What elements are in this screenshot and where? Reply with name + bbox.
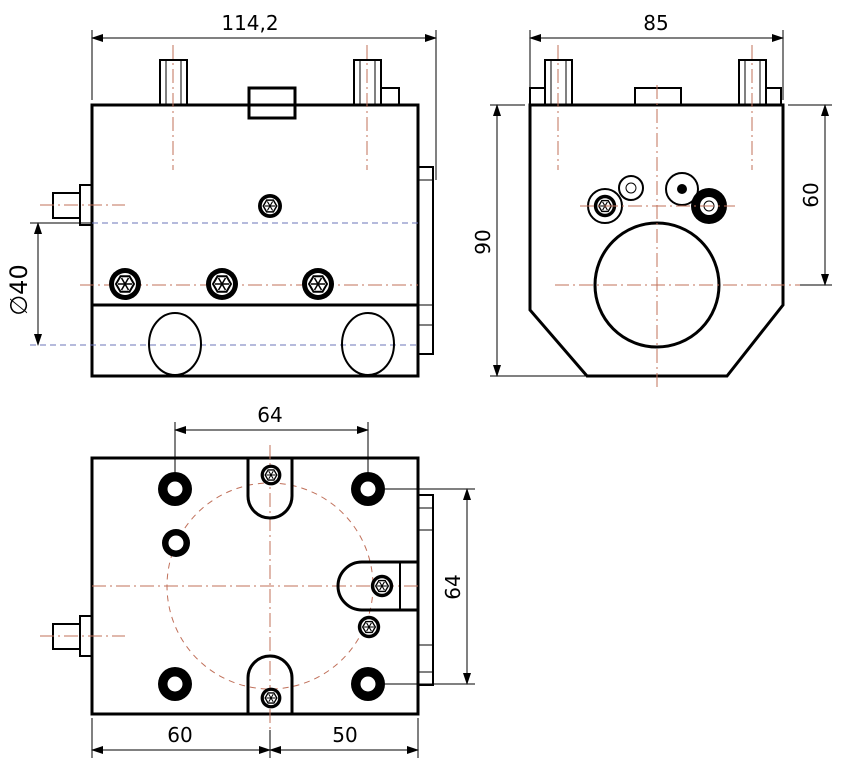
dim-front-width: 114,2 xyxy=(221,11,278,35)
front-bolt-1 xyxy=(108,267,142,301)
side-upper-dimension: 60 xyxy=(788,104,832,286)
front-bolt-2 xyxy=(205,267,239,301)
top-view xyxy=(40,445,434,730)
top-small-bolt xyxy=(357,615,381,639)
front-width-dimension: 114,2 xyxy=(91,11,437,180)
dim-side-upper: 60 xyxy=(799,182,823,207)
front-slot-right xyxy=(341,312,395,376)
front-small-bolt xyxy=(257,193,283,219)
top-slot-lower xyxy=(246,654,294,714)
side-body xyxy=(528,103,785,378)
dim-side-height: 90 xyxy=(471,229,495,254)
dim-bottom-left: 60 xyxy=(167,723,192,747)
side-view xyxy=(528,45,800,390)
top-hole-2 xyxy=(350,471,386,507)
side-key-block xyxy=(634,87,682,106)
top-span-dimension: 64 xyxy=(174,403,369,472)
top-hole-3 xyxy=(157,666,193,702)
dim-top-span: 64 xyxy=(257,403,282,427)
diameter-dimension: ∅40 xyxy=(5,222,92,346)
top-slot-upper xyxy=(246,458,294,520)
top-vertical-dimension: 64 xyxy=(385,488,475,685)
side-width-dimension: 85 xyxy=(529,11,784,100)
dim-side-width: 85 xyxy=(643,11,668,35)
dim-diameter: ∅40 xyxy=(5,264,33,315)
front-view xyxy=(30,45,434,378)
dim-bottom-right: 50 xyxy=(332,723,357,747)
dim-top-vertical: 64 xyxy=(441,574,465,599)
front-body xyxy=(90,103,420,378)
bottom-dimensions: 60 50 xyxy=(91,718,419,758)
front-bolt-3 xyxy=(301,267,335,301)
side-height-dimension: 90 xyxy=(471,104,585,377)
top-hole-1 xyxy=(157,471,193,507)
top-slot-right xyxy=(336,560,418,612)
top-hole-4 xyxy=(350,666,386,702)
front-slot-left xyxy=(148,312,202,376)
front-key-block xyxy=(247,86,297,120)
